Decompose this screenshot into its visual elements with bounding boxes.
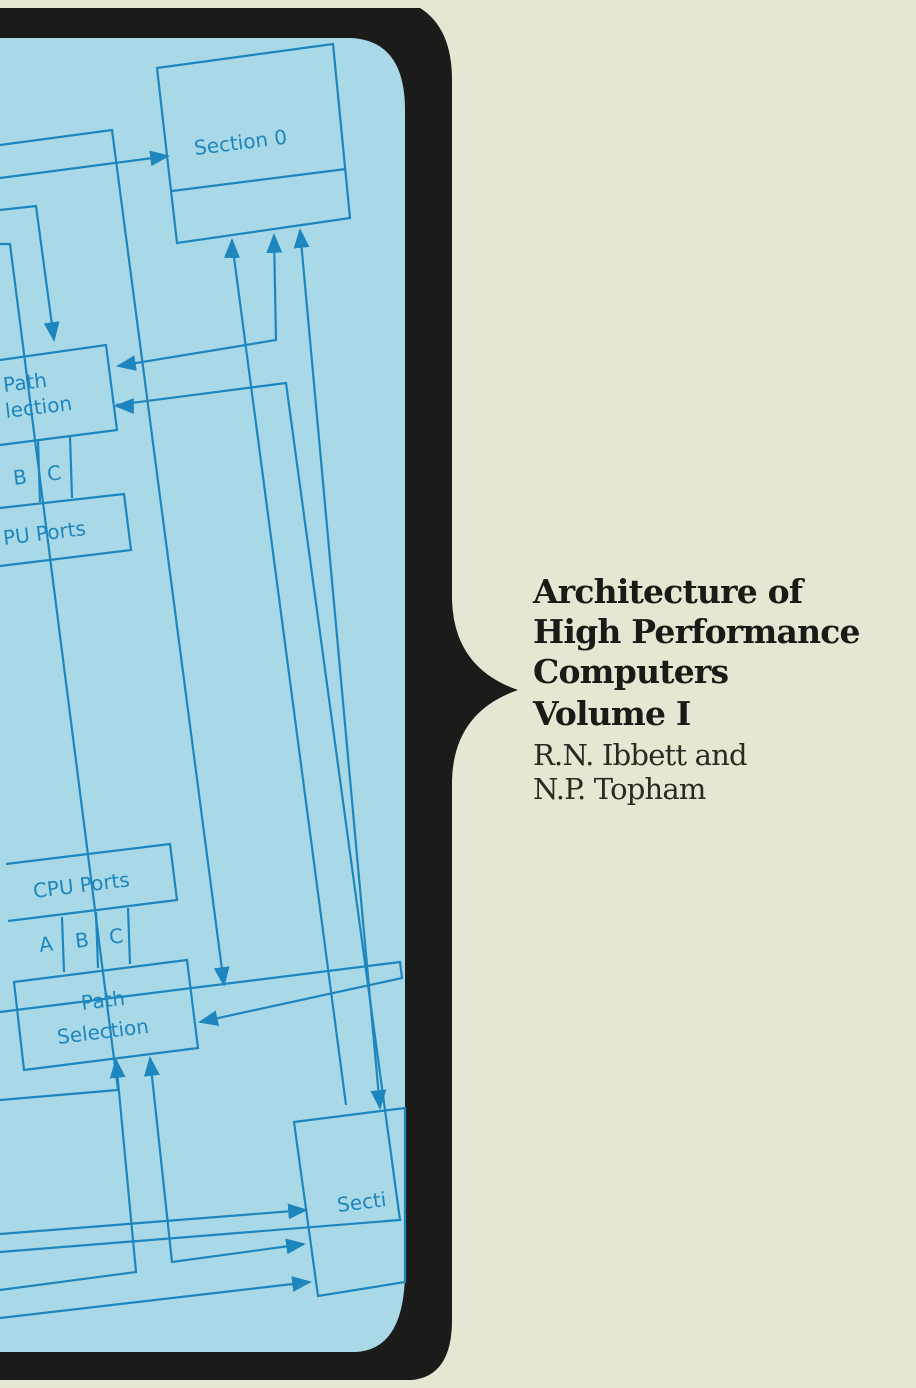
ports-bottom-divider-1 <box>60 916 66 973</box>
title-block: Architecture of High Performance Compute… <box>533 572 903 806</box>
ports-top-divider-2 <box>68 435 74 499</box>
book-title-line-3: Computers <box>533 652 729 691</box>
section-bottom-label: Secti <box>336 1187 388 1217</box>
author-line-1: R.N. Ibbett and <box>533 738 748 772</box>
path-selection-bottom-box <box>12 958 200 1072</box>
path-selection-top-box <box>0 343 119 447</box>
ports-bottom-c-label: C <box>108 923 125 949</box>
ports-bottom-a-label: A <box>38 931 55 957</box>
path-selection-bottom-label-1: Path <box>80 986 127 1015</box>
ports-bottom-b-label: B <box>74 927 91 952</box>
section-bottom-box <box>292 1106 407 1298</box>
path-selection-top-label-1: Path <box>2 368 49 397</box>
ports-bottom-divider-3 <box>126 907 132 965</box>
section-0-box <box>155 42 352 245</box>
diagram-panel <box>0 38 405 1352</box>
ports-top-b-label: B <box>12 464 29 489</box>
block-diagram <box>0 42 407 1320</box>
ports-top-c-label: C <box>46 460 63 486</box>
author-line-2: N.P. Topham <box>533 772 706 806</box>
book-title-line-2: High Performance <box>533 612 861 651</box>
section-0-divider <box>171 167 347 193</box>
cpu-ports-top-box <box>0 492 133 568</box>
volume-label: Volume I <box>533 694 691 733</box>
book-title-line-1: Architecture of <box>533 572 803 611</box>
